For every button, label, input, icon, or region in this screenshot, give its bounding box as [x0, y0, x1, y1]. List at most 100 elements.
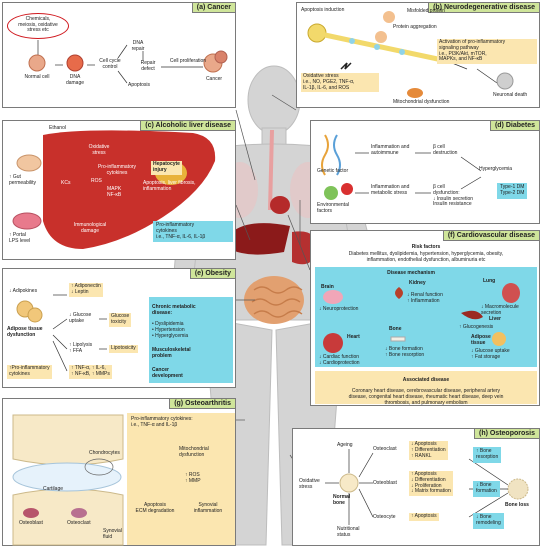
- panel-alcoholic-liver: (c) Alcoholic liver disease Ethanol ↑ Gu…: [2, 120, 236, 260]
- ethanol-label: Ethanol: [49, 125, 66, 131]
- panel-cardiovascular: (f) Cardiovascular disease Risk factors …: [310, 230, 540, 406]
- panel-title: (c) Alcoholic liver disease: [140, 121, 235, 131]
- cancer-label: Cancer: [205, 76, 223, 82]
- types-box: Type-1 DM Type-2 DM: [497, 183, 528, 199]
- cancer-dev-label: Cancer development: [152, 367, 183, 379]
- cartilage-label: Cartilage: [43, 486, 64, 492]
- cytokines-box: ↑Pro-inflammatory cytokines: [7, 365, 52, 379]
- dna-repair-label: DNA repair: [131, 40, 145, 52]
- synovial-fluid-label: Synovial fluid: [103, 528, 122, 540]
- kcs-label: KCs: [61, 180, 71, 186]
- panel-osteoarthritis: (g) Osteoarthritis Pro-inflammatory cyto…: [2, 398, 236, 546]
- osteoblast-label: Osteoblast: [19, 520, 43, 526]
- panel-title: (d) Diabetes: [489, 121, 539, 131]
- joint-illustration: [12, 414, 124, 546]
- formation-box: ↓ Bone formation: [473, 481, 500, 497]
- oxidative-label: Oxidative stress: [299, 478, 320, 490]
- heart-label: Heart: [347, 334, 360, 340]
- neuroprotection-label: ↓ Neuroprotection: [319, 306, 359, 312]
- panel-title: (a) Cancer: [191, 3, 235, 13]
- ros-label: ↑ ROS ↑ MMP: [185, 472, 201, 484]
- mito-label: Mitochondrial dysfunction: [179, 446, 209, 458]
- obesity-arrows: [16, 294, 107, 372]
- mechanism-area: [315, 267, 537, 367]
- adiponectin-box: ↑ Adiponectin ↓ Leptin: [69, 283, 103, 297]
- osteoclast-label: Osteoclast: [67, 520, 91, 526]
- oa-mechanism-area: [127, 413, 235, 545]
- diabetes-illustration: [321, 134, 482, 200]
- gut-permeability-label: ↑ Gut permeability: [9, 174, 36, 186]
- aggregation-label: Protein aggregation: [393, 24, 437, 30]
- risk-heading: Risk factors: [411, 244, 441, 250]
- ageing-label: Ageing: [337, 442, 353, 448]
- cytokines-label: Pro-inflammatory cytokines: [97, 164, 137, 176]
- apoptosis-label: Apoptosis ECM degradation: [135, 502, 175, 514]
- dna-damage-label: DNA damage: [65, 74, 85, 86]
- oxidative-label: Oxidative stress: [88, 144, 110, 156]
- msk-label: Musculoskeletal problem: [152, 347, 191, 359]
- panel-neurodegenerative: (b) Neurodegenerative disease Apoptosis …: [296, 2, 540, 108]
- synovial-inflam-label: Synovial inflammation: [193, 502, 223, 514]
- mito-label: Mitochondrial dysfunction: [393, 99, 450, 105]
- hepatocyte-box: Hepatocyte injury: [151, 161, 182, 175]
- outcomes-label: Apoptosis, liver fibrosis, inflammation: [143, 180, 196, 192]
- kidney-label: Kidney: [409, 280, 426, 286]
- glucose-uptake-label: ↓ Glucose uptake: [69, 312, 92, 324]
- blast-effects-box: ↑ Apoptosis ↓ Differentiation ↓ Prolifer…: [409, 471, 453, 496]
- osteocyte-label: Osteocyte: [373, 514, 396, 520]
- lipolysis-label: ↑ Lipolysis ↑ FFA: [69, 342, 93, 354]
- oxidative-stress-box: Oxidative stress i.e., NO, PGE2, TNF-α, …: [301, 73, 379, 93]
- environmental-label: Environmental factors: [317, 202, 349, 214]
- inflam-auto-label: Inflammation and autoimmune: [371, 144, 410, 156]
- chronic-label: Chronic metabolic disease:: [152, 303, 196, 316]
- repair-defect-label: Repair defect: [140, 60, 156, 72]
- remodeling-box: ↓ Bone remodeling: [473, 513, 504, 529]
- beta-dysfunction-label: β cell dysfunction: ↓ Insulin secretion …: [433, 184, 474, 208]
- misfolded-label: Misfolded protein: [407, 8, 446, 14]
- cyte-effects-box: ↑ Apoptosis: [409, 513, 439, 521]
- ros-label: ROS: [91, 178, 102, 184]
- signaling-box: Activation of pro-inflammatory signaling…: [437, 39, 537, 64]
- inflam-meta-label: Inflammation and metabolic stress: [371, 184, 410, 196]
- renal-label: ↓ Renal function ↑ Inflammation: [407, 292, 443, 304]
- cell-cycle-label: Cell cycle control: [99, 58, 121, 70]
- immunological-label: Immunological damage: [73, 222, 107, 234]
- bone-effects-label: ↓ Bone formation ↑ Bone resorption: [385, 346, 425, 358]
- risk-factors: Diabetes mellitus, dyslipidemia, hyperte…: [348, 251, 504, 263]
- assoc-heading: Associated disease: [402, 376, 450, 383]
- normal-bone-label: Normal bone: [333, 494, 351, 506]
- neuron-illustration: [307, 11, 514, 98]
- adipose-label: Adipose tissue: [471, 334, 491, 346]
- beta-destruction-label: β cell destruction: [433, 144, 458, 156]
- assoc-list: Coronary heart disease, cerebrovascular …: [348, 388, 504, 406]
- panel-osteoporosis: (h) Osteoporosis Ageing Oxidative stress…: [292, 428, 540, 546]
- cancer-arrows: [28, 40, 228, 84]
- proliferation-label: Cell proliferation: [169, 58, 207, 64]
- cytokines-box: Pro-inflammatory cytokines i.e., TNF-α, …: [153, 221, 233, 243]
- adipose-label: Adipose tissue dysfunction: [7, 326, 43, 338]
- panel-title: (f) Cardiovascular disease: [442, 231, 539, 241]
- cytokines-label: Pro-inflammatory cytokines: i.e., TNF-α …: [131, 416, 193, 428]
- lung-label: Lung: [483, 278, 496, 284]
- panel-title: (h) Osteoporosis: [473, 429, 539, 439]
- resorption-box: ↑ Bone resorption: [473, 447, 502, 463]
- osteoclast-label: Osteoclast: [373, 446, 397, 452]
- panel-title: (g) Osteoarthritis: [169, 399, 235, 409]
- mechanism-heading: Disease mechanism: [387, 270, 435, 276]
- brain-label: Brain: [321, 284, 334, 290]
- liver-label: Liver: [489, 316, 501, 322]
- glucose-toxicity-box: Glucose toxicity: [109, 313, 132, 327]
- adipokines-label: ↓ Adipokines: [9, 288, 38, 294]
- adipose-effects-label: ↓ Glucose uptake ↑ Fat storage: [471, 348, 510, 360]
- gluconeo-label: ↑ Glucogenesis: [459, 324, 494, 330]
- organ-illustrations: [323, 283, 520, 353]
- normal-cell-label: Normal cell: [24, 74, 50, 80]
- nutritional-label: Nutritional status: [337, 526, 360, 538]
- trigger-oval: Chemicals, meiosis, oxidative stress etc: [7, 13, 69, 39]
- apoptosis-induction-label: Apoptosis induction: [301, 7, 345, 13]
- genetic-label: Genetic factor: [317, 168, 349, 174]
- panel-diabetes: (d) Diabetes Genetic factor Environmenta…: [310, 120, 540, 224]
- associated-box: Associated disease Coronary heart diseas…: [315, 371, 537, 406]
- osteoblast-label: Osteoblast: [373, 480, 397, 486]
- lipotoxicity-box: Lipotoxicity: [109, 345, 138, 353]
